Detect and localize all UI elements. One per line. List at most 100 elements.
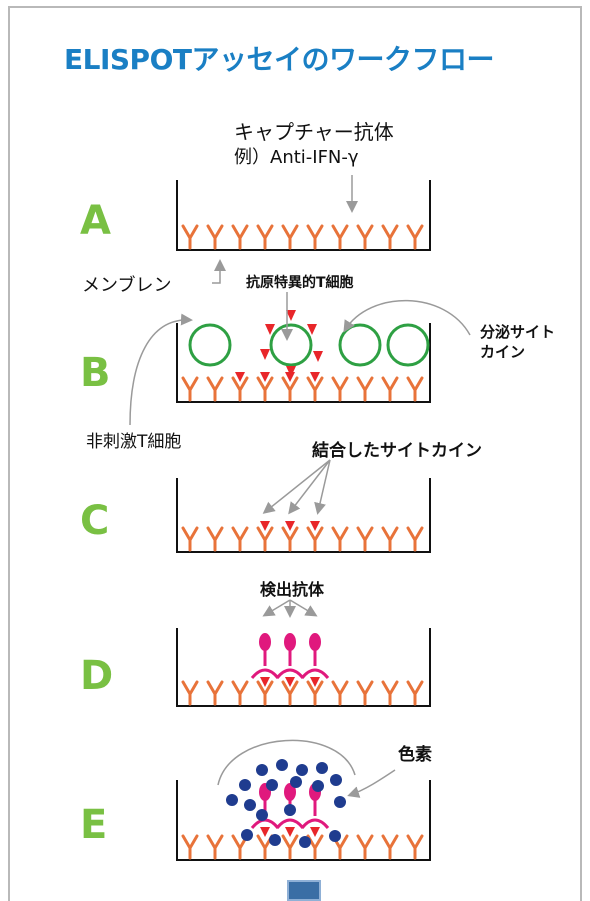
secreted-cytokine xyxy=(286,310,296,321)
secreted-cytokine xyxy=(307,324,317,335)
scroll-indicator[interactable] xyxy=(287,880,321,901)
well-c xyxy=(176,478,431,553)
capture-antibody xyxy=(256,224,274,250)
capture-antibody xyxy=(256,526,274,552)
capture-antibody xyxy=(356,376,374,402)
capture-antibody xyxy=(281,834,299,860)
dye-dot xyxy=(226,794,238,806)
capture-antibody xyxy=(256,680,274,706)
well-outline xyxy=(176,628,431,707)
capture-antibody xyxy=(231,224,249,250)
detection-antibody xyxy=(275,633,305,679)
antigen-specific-t-cell-label: 抗原特異的T細胞 xyxy=(246,275,354,291)
well-e xyxy=(176,780,431,861)
capture-antibody xyxy=(231,376,249,402)
dye-dot xyxy=(256,764,268,776)
dye-dot xyxy=(330,774,342,786)
capture-antibody xyxy=(381,224,399,250)
dye-dot xyxy=(312,780,324,792)
well-a xyxy=(176,180,431,251)
cytokine-mark xyxy=(235,372,245,382)
capture-antibody xyxy=(206,376,224,402)
dye-dot xyxy=(284,804,296,816)
membrane-label: メンブレン xyxy=(82,275,172,296)
dye-dot xyxy=(266,779,278,791)
capture-antibody xyxy=(331,526,349,552)
capture-antibody xyxy=(356,224,374,250)
antigen-specific-t-cell xyxy=(269,323,313,367)
capture-antibody xyxy=(406,834,424,860)
capture-antibody xyxy=(281,526,299,552)
secreted-cytokine xyxy=(313,351,323,362)
unstimulated-t-pointer xyxy=(129,313,193,426)
capture-antibody xyxy=(331,680,349,706)
capture-antibody xyxy=(181,526,199,552)
capture-antibody xyxy=(306,224,324,250)
capture-antibody xyxy=(356,526,374,552)
step-letter-d: D xyxy=(80,653,114,699)
capture-antibody xyxy=(381,680,399,706)
capture-antibody xyxy=(406,680,424,706)
unstimulated-t-cell xyxy=(188,323,232,367)
cytokine-mark xyxy=(260,827,270,837)
dye-dot xyxy=(241,829,253,841)
capture-antibody xyxy=(331,224,349,250)
secreted-cytokine xyxy=(260,349,270,360)
dye-label: 色素 xyxy=(398,745,432,765)
dye-dot xyxy=(269,834,281,846)
bound-cytokine-pointer xyxy=(314,459,331,515)
cytokine-mark xyxy=(260,372,270,382)
capture-antibody xyxy=(381,834,399,860)
secreted-cytokine-label: 分泌サイト カイン xyxy=(480,323,556,361)
capture-antibody xyxy=(256,376,274,402)
unstimulated-t-cell xyxy=(386,323,430,367)
capture-antibody xyxy=(281,680,299,706)
unstimulated-t-cell xyxy=(338,323,382,367)
capture-antibody xyxy=(406,224,424,250)
capture-antibody xyxy=(281,376,299,402)
secreted-cytokine xyxy=(265,324,275,335)
capture-antibody xyxy=(356,680,374,706)
capture-antibody xyxy=(181,680,199,706)
capture-antibody xyxy=(206,680,224,706)
capture-antibody xyxy=(181,834,199,860)
detection-antibody xyxy=(300,633,330,679)
step-letter-c: C xyxy=(80,498,110,544)
cytokine-mark xyxy=(285,521,295,531)
dye-dot xyxy=(239,779,251,791)
cytokine-mark xyxy=(285,827,295,837)
capture-antibody xyxy=(231,680,249,706)
dye-dot xyxy=(276,759,288,771)
capture-antibody xyxy=(381,376,399,402)
bound-cytokine-pointer xyxy=(288,459,331,515)
diagram-title: ELISPOTアッセイのワークフロー xyxy=(64,43,494,76)
capture-antibody xyxy=(206,224,224,250)
capture-antibody xyxy=(356,834,374,860)
cytokine-mark xyxy=(310,827,320,837)
capture-antibody xyxy=(181,376,199,402)
cytokine-mark xyxy=(285,372,295,382)
capture-antibody xyxy=(331,376,349,402)
detection-antibody xyxy=(250,633,280,679)
dye-dot xyxy=(290,776,302,788)
step-letter-a: A xyxy=(80,198,111,244)
capture-antibody xyxy=(281,224,299,250)
dye-dot xyxy=(316,762,328,774)
cytokine-mark xyxy=(260,521,270,531)
capture-antibody xyxy=(406,376,424,402)
well-outline xyxy=(176,478,431,553)
membrane-pointer xyxy=(212,259,226,284)
dye-dot xyxy=(244,799,256,811)
dye-pointer xyxy=(347,769,396,798)
cytokine-mark xyxy=(285,677,295,687)
cytokine-mark xyxy=(260,677,270,687)
capture-antibody xyxy=(306,376,324,402)
capture-antibody xyxy=(206,834,224,860)
capture-antibody xyxy=(181,224,199,250)
capture-antibody xyxy=(306,526,324,552)
dye-dot xyxy=(256,809,268,821)
capture-antibody xyxy=(306,680,324,706)
capture-example-label: 例）Anti-IFN-γ xyxy=(234,147,359,168)
well-b xyxy=(176,323,431,403)
